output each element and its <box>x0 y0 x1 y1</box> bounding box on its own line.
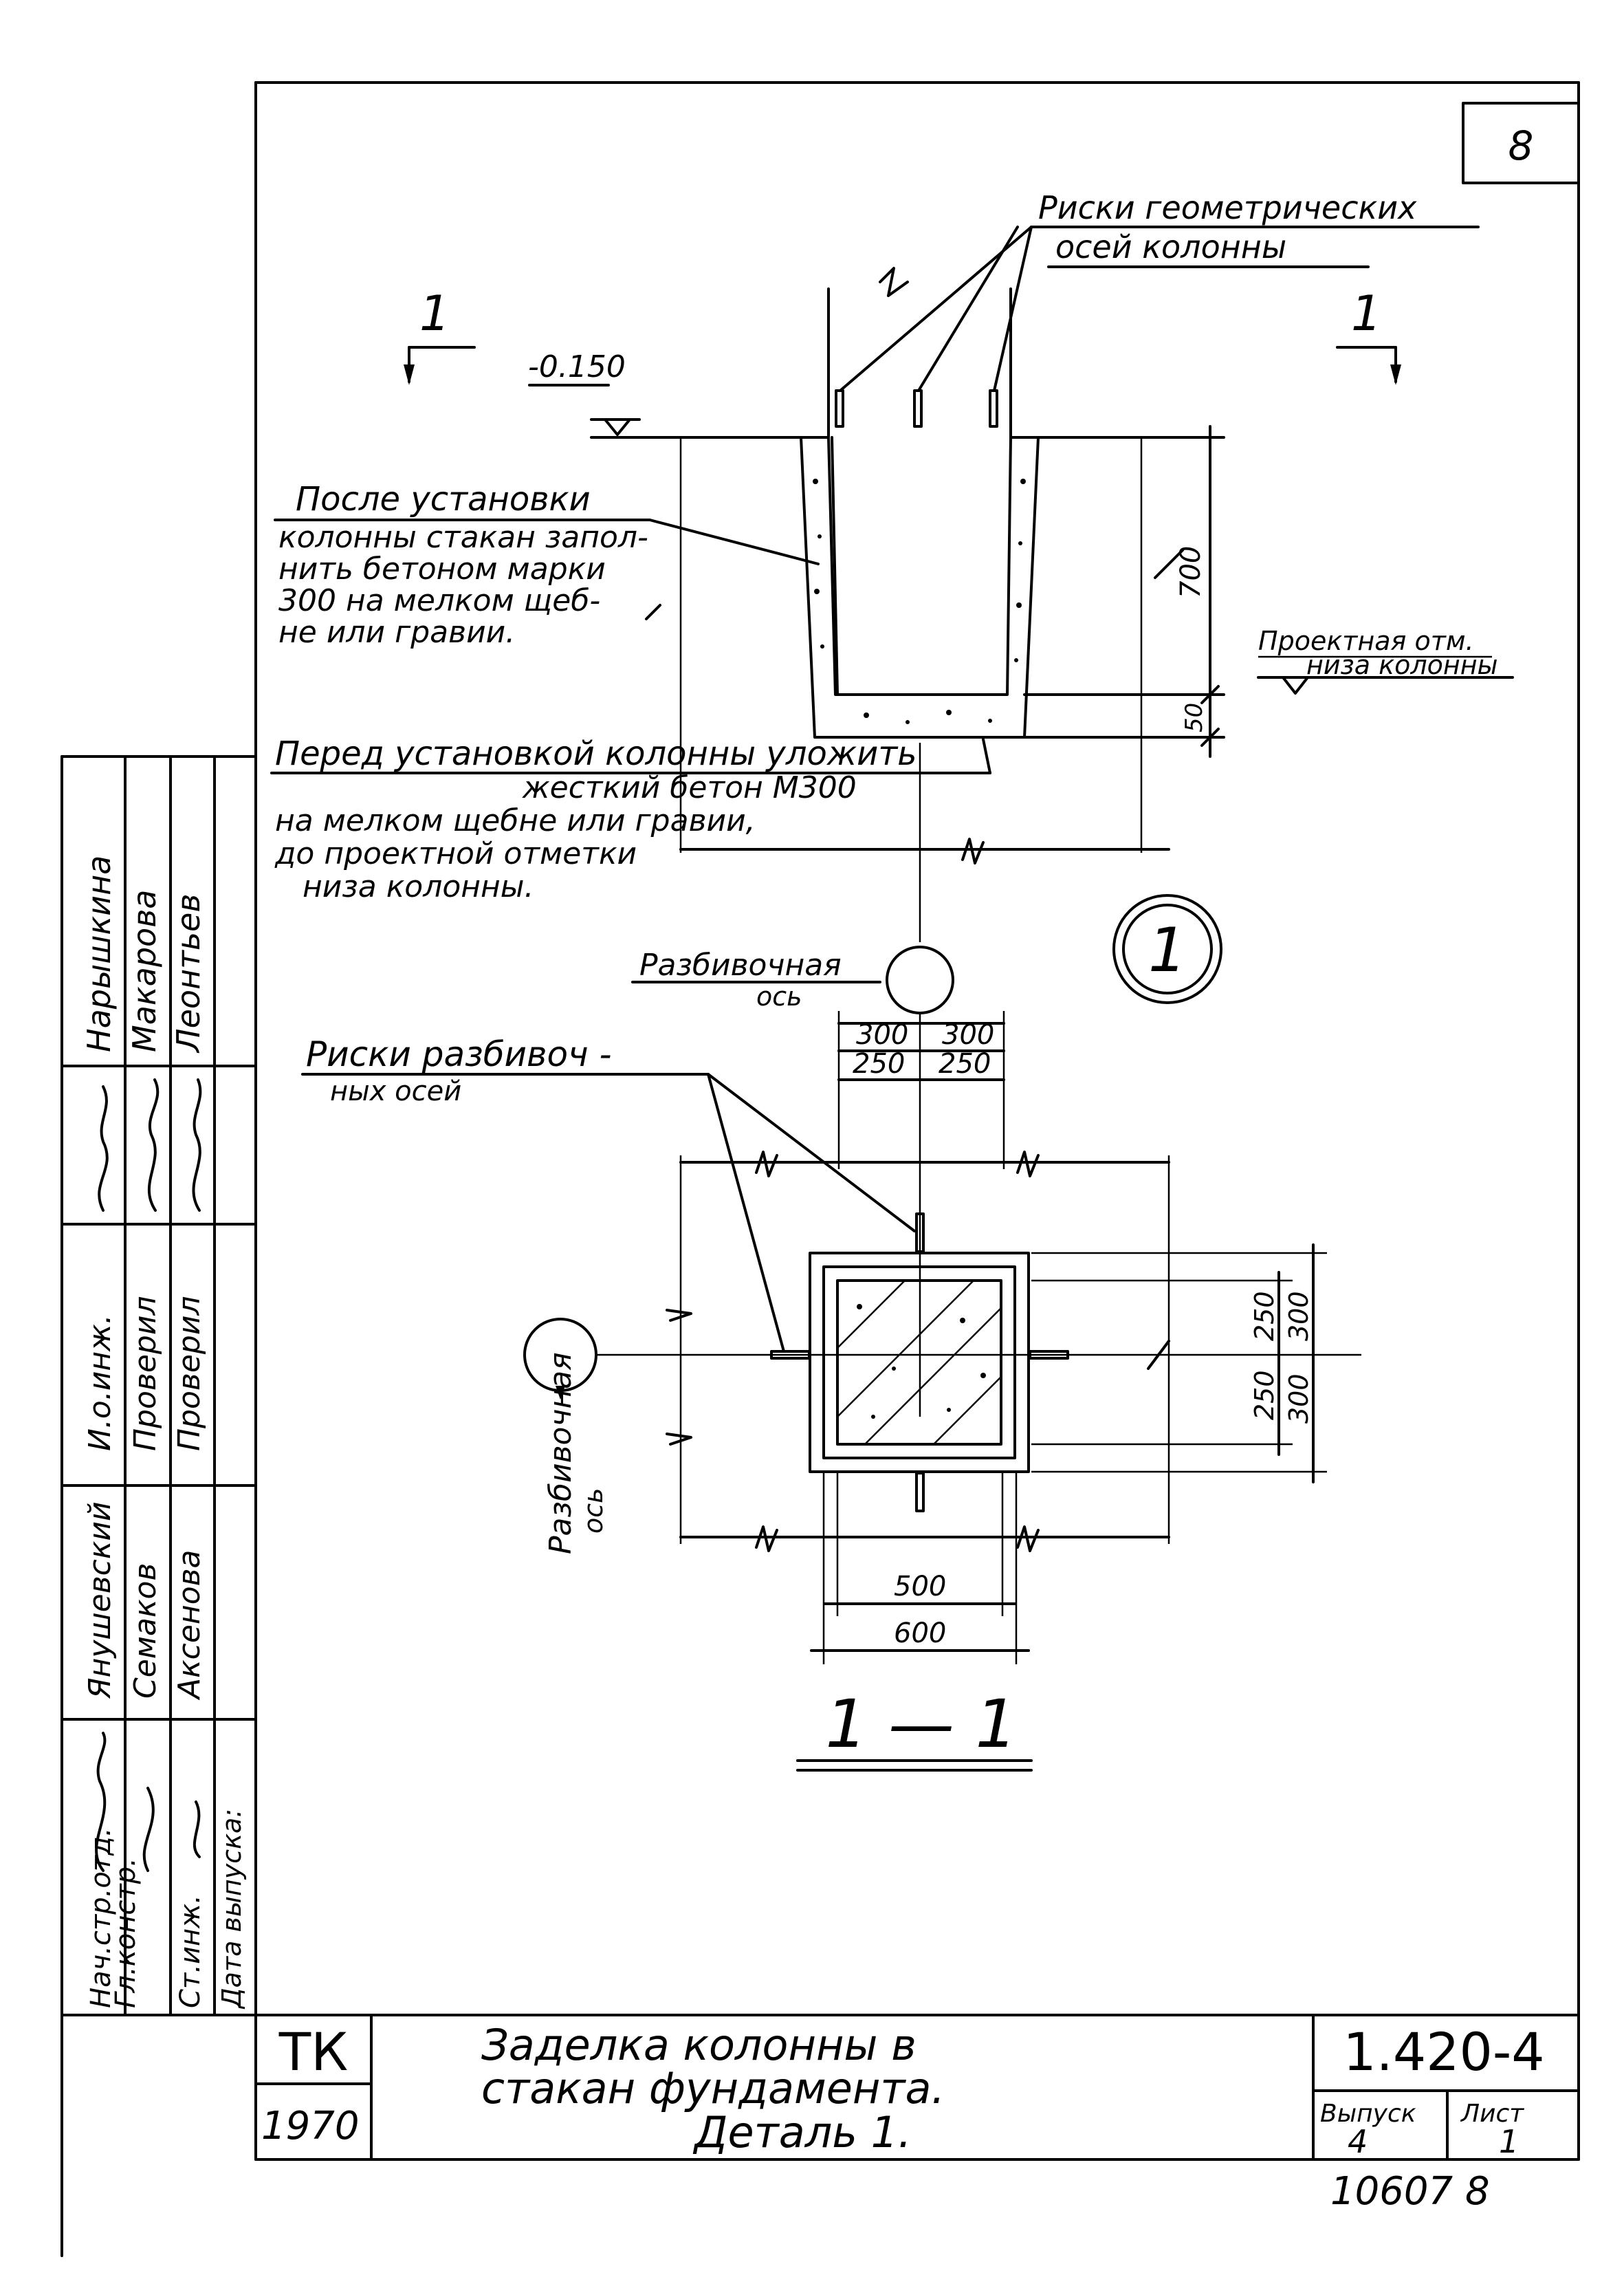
svg-text:После установки: После установки <box>296 480 591 519</box>
dim-bottom-600: 600 <box>894 1618 946 1649</box>
svg-text:на мелком щебне или гравии,: на мелком щебне или гравии, <box>275 803 756 838</box>
layout-marks-1: Риски разбивоч - <box>306 1034 612 1074</box>
issue-value: 4 <box>1348 2123 1368 2160</box>
svg-text:осей колонны: осей колонны <box>1055 228 1286 265</box>
section-mark-left: 1 <box>419 285 450 342</box>
dim-right-250-top: 250 <box>1249 1291 1280 1341</box>
svg-text:колонны стакан запол-: колонны стакан запол- <box>278 520 648 555</box>
layout-axis-left-1: Разбивочная <box>543 1352 578 1554</box>
inventory-number: 10607 8 <box>1330 2169 1490 2214</box>
dim-bottom-500: 500 <box>894 1571 946 1602</box>
dim-right-300-bottom: 300 <box>1284 1373 1314 1424</box>
svg-text:не или гравии.: не или гравии. <box>278 615 515 650</box>
axis-bubble-top <box>886 946 954 1014</box>
dim-top-250-left: 250 <box>853 1048 905 1080</box>
title-block: ТК 1970 Заделка колонны в стакан фундаме… <box>254 2014 1580 2214</box>
lower-name-1: Янушевский <box>83 1501 118 1699</box>
layout-marks-2: ных осей <box>330 1076 461 1107</box>
sheet-frame: 8 <box>61 81 1580 2016</box>
layout-axis-top-1: Разбивочная <box>639 948 842 983</box>
lower-role-1: Нач.стр.отд. <box>85 1828 117 2008</box>
note-after-install: После установки колонны стакан запол- ни… <box>274 480 820 650</box>
lower-name-4: Аксенова <box>172 1549 207 1701</box>
section-title: 1 — 1 <box>825 1686 1017 1763</box>
svg-text:300 на мелком щеб-: 300 на мелком щеб- <box>278 583 600 618</box>
approver-name-3: Леонтьев <box>170 894 207 1054</box>
svg-text:Риски геометрических: Риски геометрических <box>1038 189 1417 226</box>
document-code: 1.420-4 <box>1343 2021 1544 2082</box>
org-code: ТК <box>278 2021 348 2082</box>
section-mark-right: 1 <box>1351 285 1382 342</box>
elevation-value: -0.150 <box>528 349 626 384</box>
sheet-number: 8 <box>1508 122 1534 169</box>
lower-role-2: Гл.констр. <box>110 1858 142 2008</box>
issue-label: Выпуск <box>1320 2100 1416 2128</box>
svg-text:низа колонны.: низа колонны. <box>303 869 534 904</box>
note-design-mark-1: Проектная отм. <box>1258 626 1474 656</box>
svg-text:до проектной отметки: до проектной отметки <box>274 836 637 871</box>
approver-name-1: Нарышкина <box>80 856 118 1052</box>
section-view: -0.150 1 1 700 50 Проектная отм. низа <box>404 267 1514 942</box>
dim-top-300-left: 300 <box>856 1019 908 1051</box>
lower-name-2: Семаков <box>128 1563 163 1699</box>
lower-role-4: Ст.инж. <box>175 1895 206 2008</box>
title-line-3: Деталь 1. <box>692 2107 912 2157</box>
signature-2 <box>147 1078 160 1212</box>
title-line-1: Заделка колонны в <box>481 2020 917 2070</box>
approver-role-2: Проверил <box>128 1296 163 1451</box>
svg-text:Перед установкой колонны уложи: Перед установкой колонны уложить <box>275 734 917 773</box>
dim-right-300-top: 300 <box>1284 1291 1314 1341</box>
signature-3 <box>192 1078 202 1212</box>
lower-role-5: Дата выпуска: <box>217 1809 247 2010</box>
sheet-value: 1 <box>1499 2123 1519 2160</box>
dim-depth-700: 700 <box>1175 546 1207 598</box>
dim-depth-50: 50 <box>1181 703 1208 732</box>
title-line-2: стакан фундамента. <box>481 2063 945 2113</box>
approver-role-1: И.о.инж. <box>83 1314 118 1451</box>
note-axis-marks: Риски геометрических осей колонны <box>839 189 1480 392</box>
year: 1970 <box>261 2104 360 2148</box>
svg-text:жесткий бетон М300: жесткий бетон М300 <box>522 770 857 805</box>
signature-1 <box>98 1085 109 1212</box>
dim-top-300-right: 300 <box>942 1019 994 1051</box>
detail-circle: 1 <box>1112 894 1222 1004</box>
approver-role-3: Проверил <box>172 1296 207 1451</box>
svg-text:нить бетоном марки: нить бетоном марки <box>278 552 606 587</box>
approval-strip: Нарышкина Макарова Леонтьев И.о.инж. Про… <box>61 755 257 2257</box>
svg-text:1: 1 <box>1148 915 1187 986</box>
approver-name-2: Макарова <box>126 890 163 1053</box>
note-design-mark-2: низа колонны <box>1306 650 1498 680</box>
layout-axis-top-2: ось <box>756 981 802 1012</box>
sheet-label: Лист <box>1460 2100 1524 2128</box>
dim-right-250-bottom: 250 <box>1249 1370 1280 1420</box>
plan-view: Разбивочная ось Разбивочная ось <box>301 946 1361 1772</box>
column-hatch <box>837 1280 1002 1445</box>
note-before-install: Перед установкой колонны уложить жесткий… <box>270 734 991 904</box>
dim-top-250-right: 250 <box>939 1048 991 1080</box>
layout-axis-left-2: ось <box>578 1488 608 1534</box>
concrete-hatch <box>813 479 1026 724</box>
